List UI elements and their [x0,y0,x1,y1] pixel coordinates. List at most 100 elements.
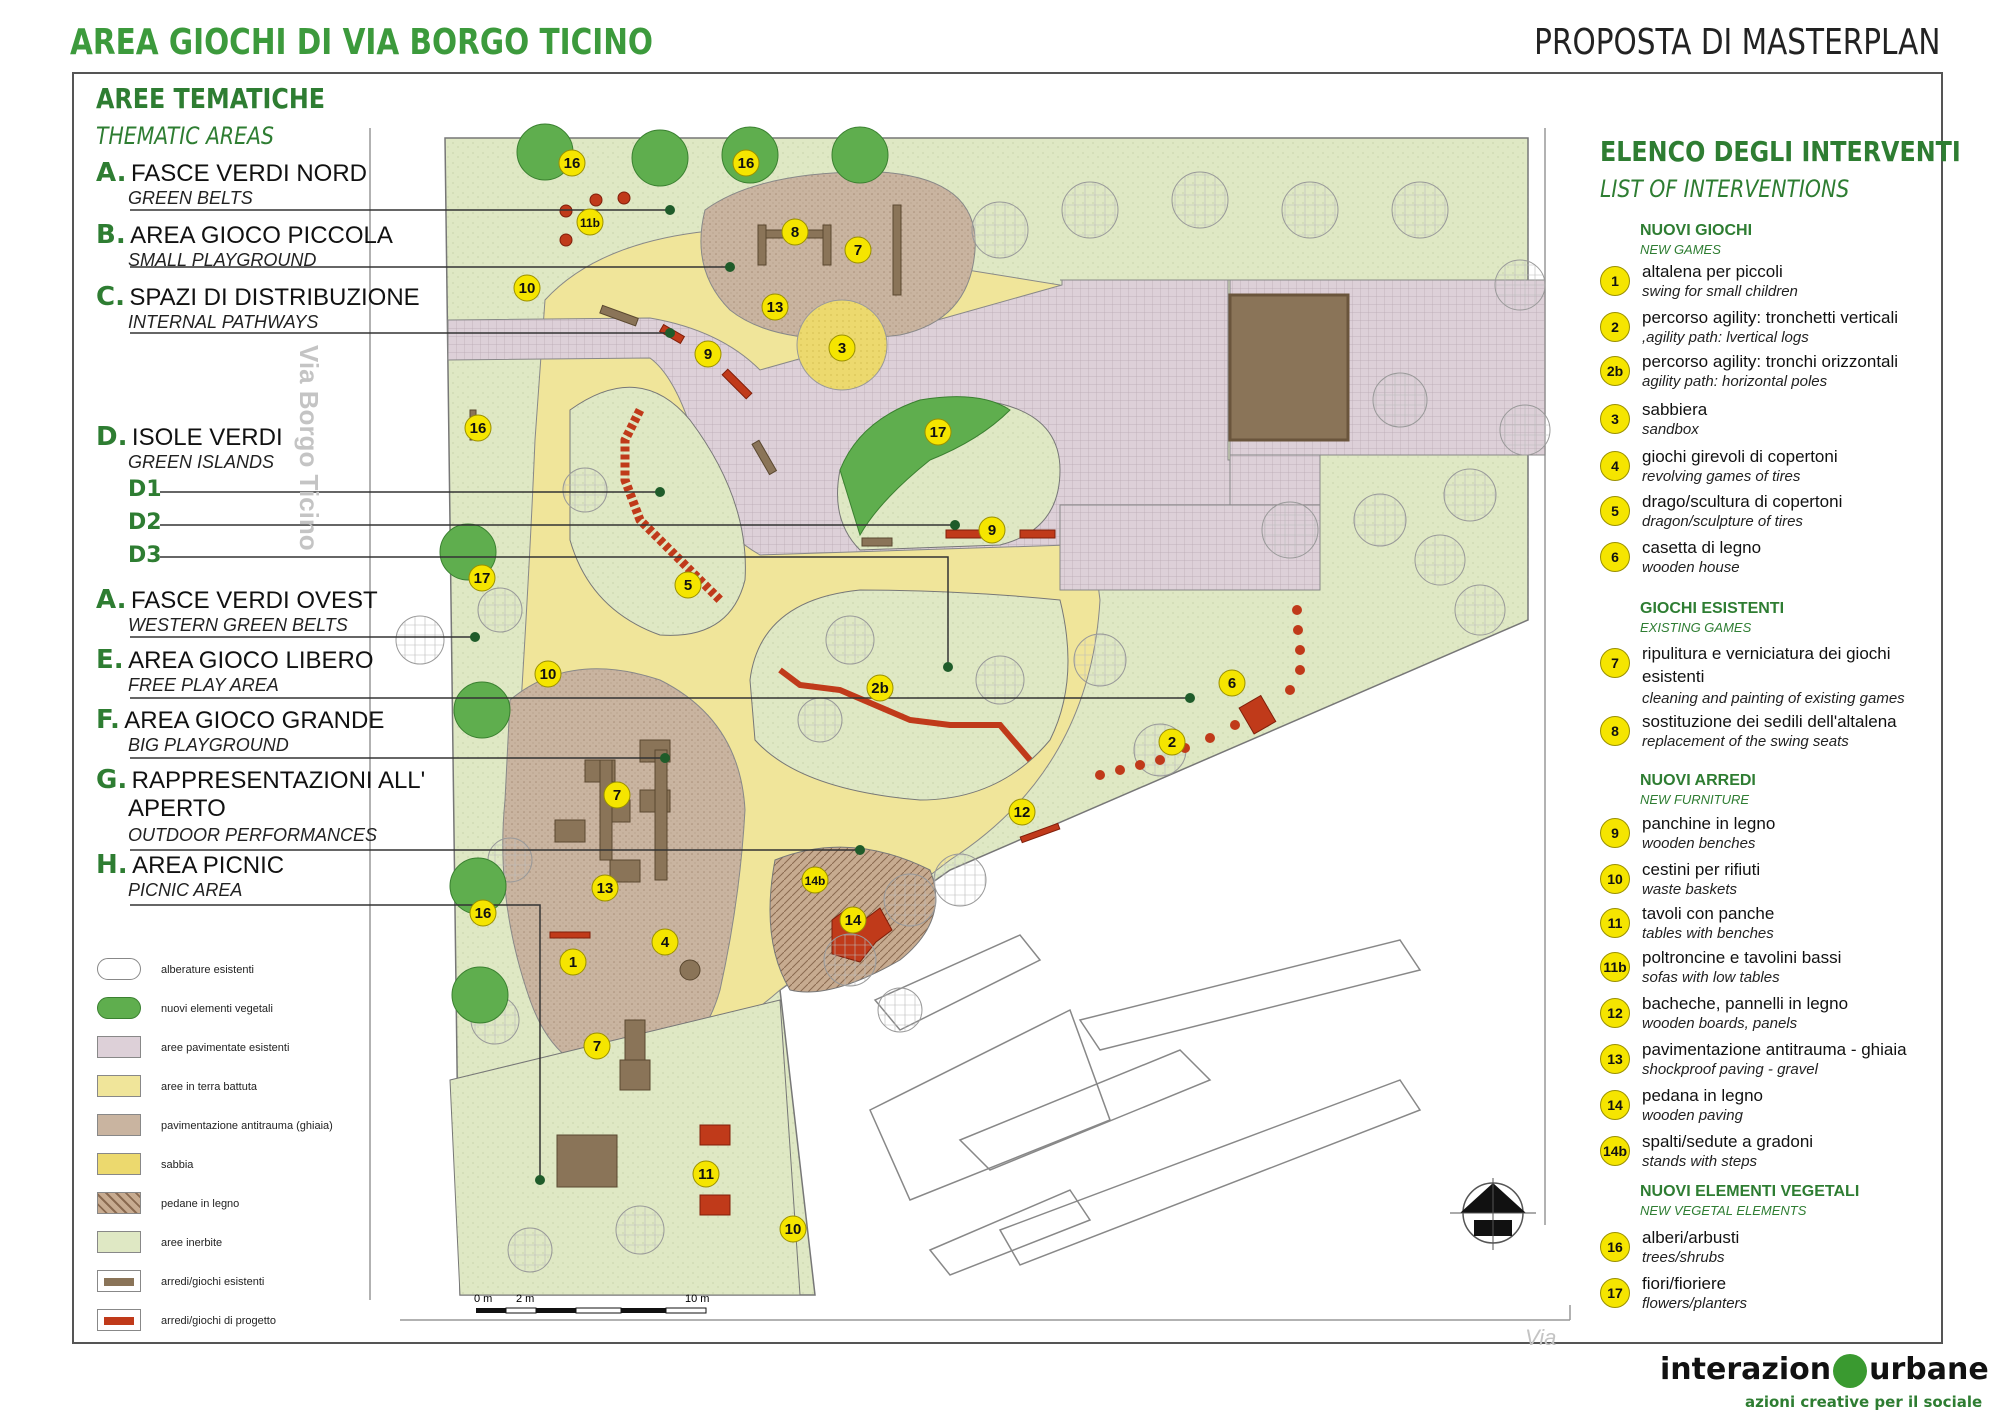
item-it: tavoli con panche [1642,904,1775,923]
map-marker-label: 2 [1168,734,1176,751]
map-marker-label: 9 [704,346,712,363]
item-en: trees/shrubs [1642,1249,1725,1266]
legend-label: sabbia [161,1159,194,1171]
map-marker [694,340,722,368]
marker-badge: 5 [1600,496,1630,526]
map-marker-label: 17 [474,570,491,587]
area-letter: F. [96,705,120,735]
marker-badge: 7 [1600,648,1630,678]
item-it: bacheche, pannelli in legno [1642,994,1849,1013]
map-marker [1158,728,1186,756]
map-marker [559,948,587,976]
area-a-west: A. FASCE VERDI OVEST WESTERN GREEN BELTS [96,585,378,635]
area-en: SMALL PLAYGROUND [128,250,317,270]
map-marker-label: 7 [613,787,621,804]
marker-badge: 16 [1600,1232,1630,1262]
item-it: altalena per piccoli [1642,262,1783,281]
marker-badge: 1 [1600,266,1630,296]
legend-label: arredi/giochi esistenti [161,1276,265,1288]
map-marker [828,334,856,362]
item-en: sandbox [1642,421,1699,438]
map-marker-label: 13 [767,299,784,316]
legend-label: pedane in legno [161,1198,240,1210]
area-en: GREEN BELTS [128,188,253,208]
item-it: percorso agility: tronchi orizzontali [1642,352,1899,371]
map-marker [1008,798,1036,826]
logo-text-1: interazion [1660,1352,1832,1387]
area-name: FASCE VERDI OVEST [130,587,378,614]
area-name: AREA PICNIC [132,852,285,879]
swatch-new-furniture [97,1309,141,1331]
item-en: wooden benches [1642,835,1756,852]
swatch-existing-trees [97,958,141,980]
item-en: sofas with low tables [1642,969,1780,986]
item-it: panchine in legno [1642,814,1776,833]
item-it: spalti/sedute a gradoni [1642,1132,1814,1151]
logo-tagline: azioni creative per il sociale [1745,1393,1983,1411]
area-en: GREEN ISLANDS [128,452,275,472]
thematic-heading-en: THEMATIC AREAS [96,122,274,150]
area-f: F. AREA GIOCO GRANDE BIG PLAYGROUND [96,705,384,755]
area-letter: D. [96,422,128,452]
item-it: sabbiera [1642,400,1708,419]
group-title: NUOVI ELEMENTI VEGETALI [1640,1183,1860,1200]
page-subtitle: PROPOSTA DI MASTERPLAN [1533,22,1940,63]
area-name: AREA GIOCO LIBERO [128,647,374,674]
area-name: ISOLE VERDI [131,424,283,451]
area-letter: H. [96,850,128,880]
area-c: C. SPAZI DI DISTRIBUZIONE INTERNAL PATHW… [96,282,420,332]
area-name: FASCE VERDI NORD [130,160,367,187]
item-it: poltroncine e tavolini bassi [1642,948,1842,967]
area-en: WESTERN GREEN BELTS [128,615,348,635]
item-en: wooden boards, panels [1642,1015,1798,1032]
area-name: RAPPRESENTAZIONI ALL' [131,767,426,794]
item-it: giochi girevoli di copertoni [1642,447,1838,466]
interventions-heading-en: LIST OF INTERVENTIONS [1600,175,1850,203]
item-en: wooden house [1642,559,1740,576]
area-h: H. AREA PICNIC PICNIC AREA [96,850,285,900]
map-marker [513,274,541,302]
map-marker [839,906,867,934]
legend-label: alberature esistenti [161,964,254,976]
area-letter: C. [96,282,125,312]
map-marker-label: 9 [988,522,996,539]
map-marker [732,149,760,177]
north-arrow-icon [1450,1178,1536,1250]
area-g: G. RAPPRESENTAZIONI ALL' APERTO OUTDOOR … [96,765,426,845]
marker-badge: 12 [1600,998,1630,1028]
legend-label: aree pavimentate esistenti [161,1042,290,1054]
item-en: tables with benches [1642,925,1774,942]
map-marker-label: 16 [564,155,581,172]
item-en: flowers/planters [1642,1295,1748,1312]
map-marker-label: 14b [805,874,826,888]
legend-label: nuovi elementi vegetali [161,1003,273,1015]
map-marker-label: 1 [569,954,577,971]
area-name-line2: APERTO [128,795,226,822]
marker-badge: 6 [1600,542,1630,572]
map-marker [674,571,702,599]
item-en: agility path: horizontal poles [1642,373,1828,390]
group-title: GIOCHI ESISTENTI [1640,600,1785,617]
map-marker [866,674,894,702]
street-label: Via Borgo Ticino [294,345,324,551]
legend-label: pavimentazione antitrauma (ghiaia) [161,1120,333,1132]
area-en: PICNIC AREA [128,880,243,900]
group-existing-games: GIOCHI ESISTENTI EXISTING GAMES [1640,600,1784,635]
marker-badge: 2b [1600,356,1630,386]
sub-area-d3: D3 [128,543,162,568]
logo-u-icon [1833,1353,1868,1388]
item-it: sostituzione dei sedili dell'altalena [1642,712,1897,731]
map-marker [576,208,604,236]
area-name: AREA GIOCO PICCOLA [130,222,393,249]
page-title: AREA GIOCHI DI VIA BORGO TICINO [70,22,654,63]
map-marker [844,236,872,264]
area-d: D. ISOLE VERDI GREEN ISLANDS [96,422,283,472]
marker-badge: 3 [1600,404,1630,434]
group-new-games: NUOVI GIOCHI NEW GAMES [1640,222,1752,257]
street-label-bottom: Via [1525,1325,1556,1350]
map-marker [1218,669,1246,697]
map-marker-label: 16 [470,420,487,437]
map-marker-label: 16 [475,905,492,922]
area-en: FREE PLAY AREA [128,675,279,695]
item-en: revolving games of tires [1642,468,1801,485]
